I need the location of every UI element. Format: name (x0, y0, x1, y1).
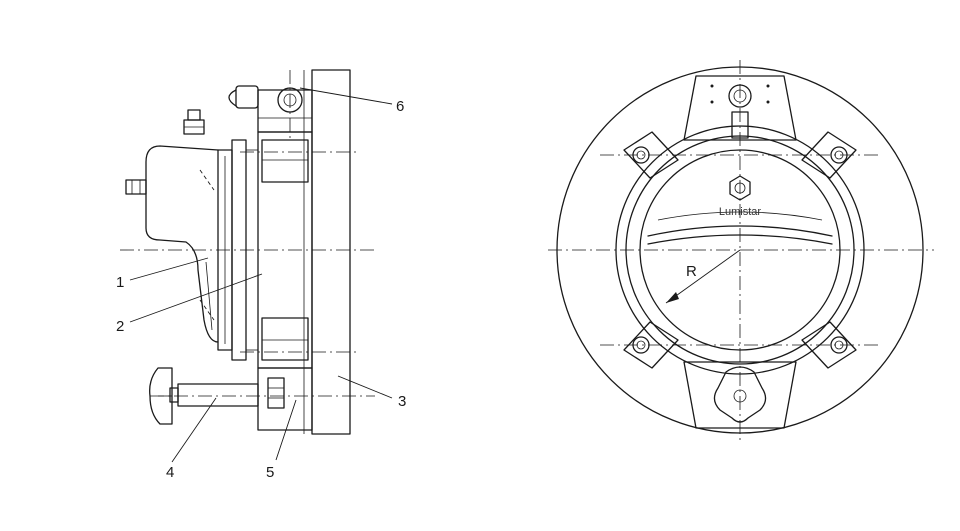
bulkhead-plate (311, 69, 351, 435)
callout-leaders (129, 87, 393, 463)
upper-ring-section (261, 139, 309, 183)
callout-5: 5 (266, 464, 274, 481)
hinge-cap (228, 89, 237, 107)
callout-3: 3 (398, 393, 406, 410)
front-handwheel (713, 366, 767, 423)
clamp-shaft (177, 383, 259, 407)
radius-dimension-line (665, 249, 741, 304)
callout-4: 4 (166, 464, 174, 481)
lower-ring-section (261, 317, 309, 361)
housing-screw (125, 179, 147, 195)
radius-label: R (686, 263, 697, 280)
glass-pane (217, 149, 233, 351)
front-view: Lumistar R (548, 60, 934, 440)
clamp-nut (267, 377, 285, 409)
hinge-block (257, 89, 313, 133)
callout-2: 2 (116, 318, 124, 335)
callout-1: 1 (116, 274, 124, 291)
callout-6: 6 (396, 98, 404, 115)
side-view (120, 69, 375, 435)
lamp-housing (145, 145, 219, 343)
bottom-lug (683, 361, 797, 429)
handwheel-knob (149, 367, 173, 425)
cover-edge (647, 225, 833, 237)
